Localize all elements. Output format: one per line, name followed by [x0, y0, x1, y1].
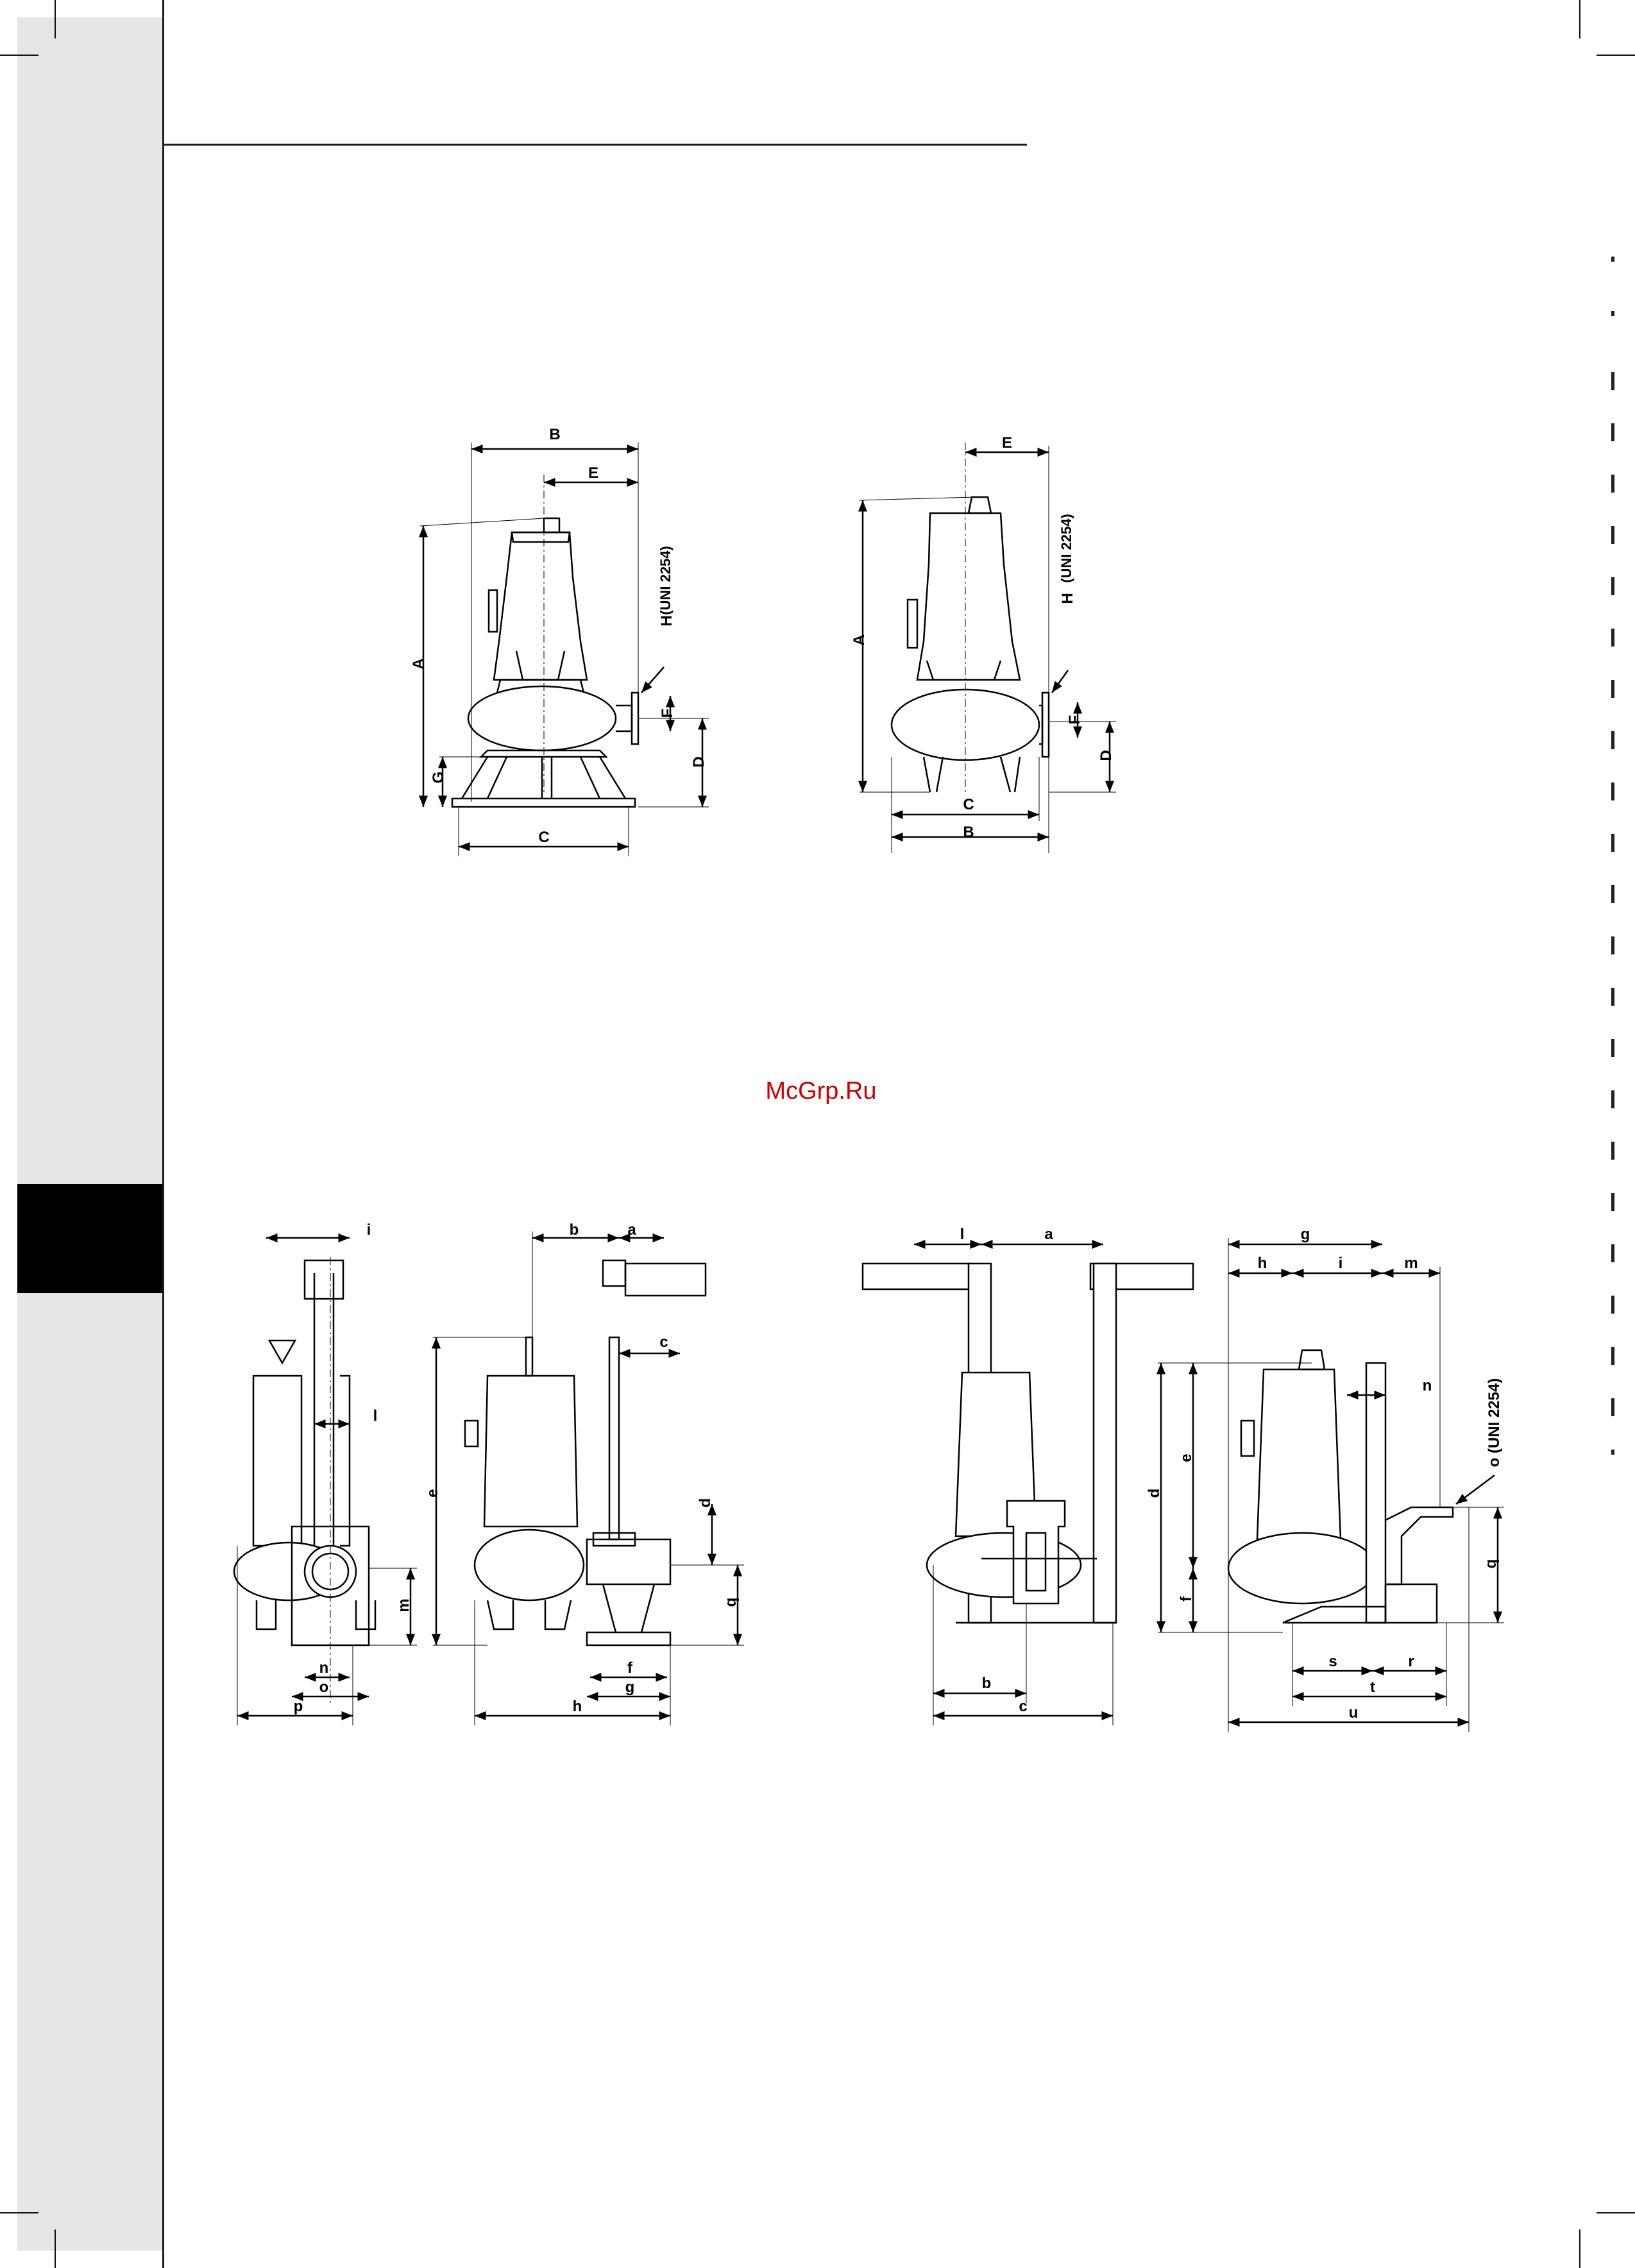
dim-B: B: [549, 426, 560, 443]
dim-o: o (UNI 2254): [1486, 1378, 1503, 1468]
dim-l: l: [960, 1226, 965, 1243]
dim-e: e: [424, 1489, 441, 1497]
dim-n: n: [319, 1659, 329, 1677]
dim-l: l: [373, 1407, 378, 1425]
figure-5-double-rail-front: [863, 1244, 1193, 1725]
dim-a: a: [1044, 1226, 1053, 1243]
dim-F: F: [1066, 715, 1083, 725]
dim-D: D: [690, 756, 707, 767]
dim-a: a: [627, 1221, 636, 1239]
dim-d: d: [1146, 1489, 1163, 1498]
figure-2-pump-on-feet: [860, 443, 1116, 853]
dim-E: E: [1002, 434, 1012, 452]
dim-s: s: [1328, 1653, 1337, 1670]
dim-m: m: [1404, 1255, 1418, 1272]
dim-b: b: [570, 1221, 579, 1239]
figure-3-guide-rail-front: [234, 1238, 417, 1725]
dim-B: B: [963, 824, 974, 841]
dim-c: c: [659, 1333, 668, 1351]
dim-i: i: [1339, 1255, 1343, 1272]
figure-1-pump-on-stand: [420, 443, 709, 856]
figure-3-labels: i l m n o p: [294, 1221, 412, 1715]
dim-E: E: [588, 464, 598, 482]
dim-f: f: [627, 1659, 633, 1677]
dim-h: h: [1258, 1255, 1267, 1272]
figure-4-guide-rail-side: [433, 1231, 744, 1725]
dim-f: f: [1178, 1596, 1195, 1602]
dim-b: b: [982, 1675, 992, 1692]
dim-c: c: [1019, 1698, 1027, 1715]
dim-H-note: (UNI 2254): [1058, 514, 1074, 583]
dim-D: D: [1097, 750, 1115, 761]
dim-q: q: [1482, 1559, 1500, 1569]
dim-u: u: [1349, 1704, 1359, 1722]
dim-H-note: (UNI 2254): [657, 546, 673, 615]
dim-H: H: [1059, 593, 1076, 604]
dim-g: g: [1301, 1226, 1310, 1243]
dim-G: G: [430, 772, 447, 784]
dim-C: C: [538, 829, 549, 846]
dim-F: F: [659, 709, 676, 718]
dim-p: p: [294, 1698, 303, 1715]
dim-d: d: [697, 1498, 714, 1508]
dim-q: q: [722, 1598, 740, 1607]
dim-r: r: [1408, 1653, 1414, 1670]
dim-C: C: [963, 796, 974, 813]
dim-n: n: [1423, 1377, 1432, 1394]
dim-A: A: [410, 658, 427, 669]
dim-A: A: [851, 634, 868, 645]
dim-e: e: [1178, 1453, 1195, 1462]
dim-i: i: [367, 1221, 371, 1239]
dim-h: h: [573, 1698, 582, 1715]
dim-g: g: [625, 1679, 635, 1696]
dim-t: t: [1370, 1679, 1375, 1696]
dim-o: o: [319, 1679, 329, 1696]
dim-m: m: [395, 1598, 412, 1612]
dim-H: H: [658, 615, 675, 626]
